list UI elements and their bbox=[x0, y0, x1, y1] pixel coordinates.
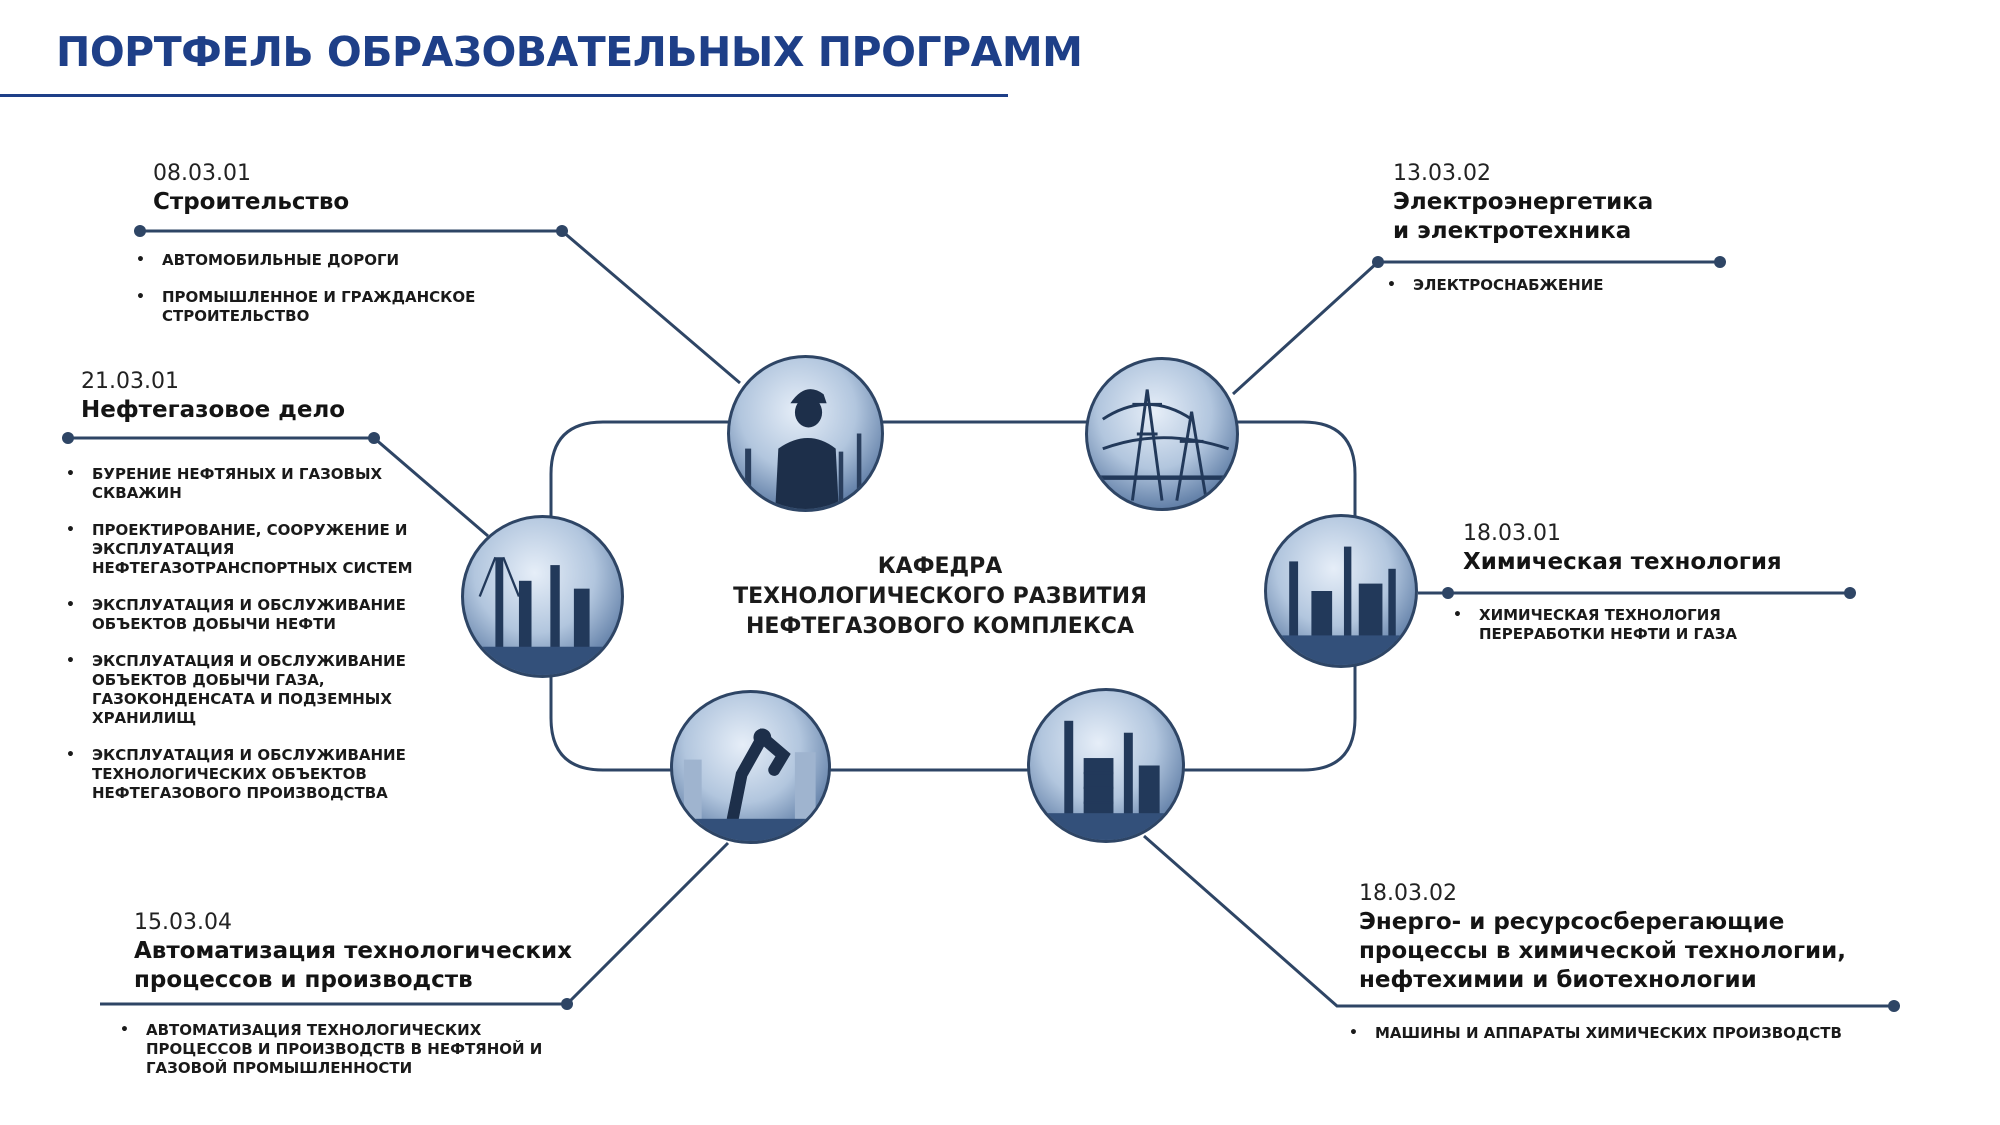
program-name-line: процессы в химической технологии, bbox=[1359, 938, 1846, 964]
list-item: ЭЛЕКТРОСНАБЖЕНИЕ bbox=[1387, 276, 1604, 295]
program-name: Химическая технология bbox=[1463, 548, 1782, 577]
program-name: Автоматизация технологических процессов … bbox=[134, 937, 572, 995]
program-code: 15.03.04 bbox=[134, 910, 232, 935]
program-code: 13.03.02 bbox=[1393, 161, 1491, 186]
program-block-18-03-02: 18.03.02 Энерго- и ресурсосберегающие пр… bbox=[1359, 880, 1846, 995]
program-name-line: нефтехимии и биотехнологии bbox=[1359, 967, 1757, 993]
program-items-18-03-02: МАШИНЫ И АППАРАТЫ ХИМИЧЕСКИХ ПРОИЗВОДСТВ bbox=[1349, 1024, 1842, 1061]
program-name-line: Автоматизация технологических bbox=[134, 938, 572, 964]
center-title: КАФЕДРА ТЕХНОЛОГИЧЕСКОГО РАЗВИТИЯ НЕФТЕГ… bbox=[700, 552, 1180, 642]
program-code: 21.03.01 bbox=[81, 369, 179, 394]
program-name: Строительство bbox=[153, 188, 349, 217]
construction-worker-icon bbox=[727, 355, 884, 512]
program-code: 18.03.02 bbox=[1359, 881, 1457, 906]
list-item: МАШИНЫ И АППАРАТЫ ХИМИЧЕСКИХ ПРОИЗВОДСТВ bbox=[1349, 1024, 1842, 1043]
program-name-line: Строительство bbox=[153, 189, 350, 215]
program-items-08-03-01: АВТОМОБИЛЬНЫЕ ДОРОГИ ПРОМЫШЛЕННОЕ И ГРАЖ… bbox=[136, 251, 475, 344]
list-item: ПРОЕКТИРОВАНИЕ, СООРУЖЕНИЕ ИЭКСПЛУАТАЦИЯ… bbox=[66, 521, 413, 578]
program-items-13-03-02: ЭЛЕКТРОСНАБЖЕНИЕ bbox=[1387, 276, 1604, 313]
program-block-15-03-04: 15.03.04 Автоматизация технологических п… bbox=[134, 909, 572, 995]
center-title-line: КАФЕДРА bbox=[877, 554, 1003, 579]
power-lines-icon bbox=[1085, 357, 1239, 511]
program-name-line: Энерго- и ресурсосберегающие bbox=[1359, 909, 1785, 935]
program-name: Электроэнергетика и электротехника bbox=[1393, 188, 1653, 246]
program-block-13-03-02: 13.03.02 Электроэнергетика и электротехн… bbox=[1393, 160, 1653, 246]
program-name-line: Химическая технология bbox=[1463, 549, 1782, 575]
program-block-08-03-01: 08.03.01 Строительство bbox=[153, 160, 349, 217]
program-name-line: процессов и производств bbox=[134, 967, 473, 993]
page-title: ПОРТФЕЛЬ ОБРАЗОВАТЕЛЬНЫХ ПРОГРАММ bbox=[56, 28, 1083, 76]
program-name-line: Электроэнергетика bbox=[1393, 189, 1654, 215]
title-underline bbox=[0, 94, 1008, 97]
program-name: Нефтегазовое дело bbox=[81, 396, 345, 425]
program-block-21-03-01: 21.03.01 Нефтегазовое дело bbox=[81, 368, 345, 425]
chemical-plant-icon bbox=[1264, 514, 1418, 668]
list-item: АВТОМОБИЛЬНЫЕ ДОРОГИ bbox=[136, 251, 475, 270]
program-name: Энерго- и ресурсосберегающие процессы в … bbox=[1359, 908, 1846, 995]
oil-refinery-icon bbox=[461, 515, 624, 678]
center-title-line: НЕФТЕГАЗОВОГО КОМПЛЕКСА bbox=[746, 614, 1134, 639]
list-item: ЭКСПЛУАТАЦИЯ И ОБСЛУЖИВАНИЕТЕХНОЛОГИЧЕСК… bbox=[66, 746, 413, 803]
program-name-line: и электротехника bbox=[1393, 218, 1632, 244]
program-code: 08.03.01 bbox=[153, 161, 251, 186]
center-title-line: ТЕХНОЛОГИЧЕСКОГО РАЗВИТИЯ bbox=[733, 584, 1147, 609]
program-block-18-03-01: 18.03.01 Химическая технология bbox=[1463, 520, 1782, 577]
program-name-line: Нефтегазовое дело bbox=[81, 397, 346, 423]
petrochemical-plant-icon bbox=[1027, 688, 1185, 843]
program-code: 18.03.01 bbox=[1463, 521, 1561, 546]
robot-arm-icon bbox=[670, 690, 831, 844]
